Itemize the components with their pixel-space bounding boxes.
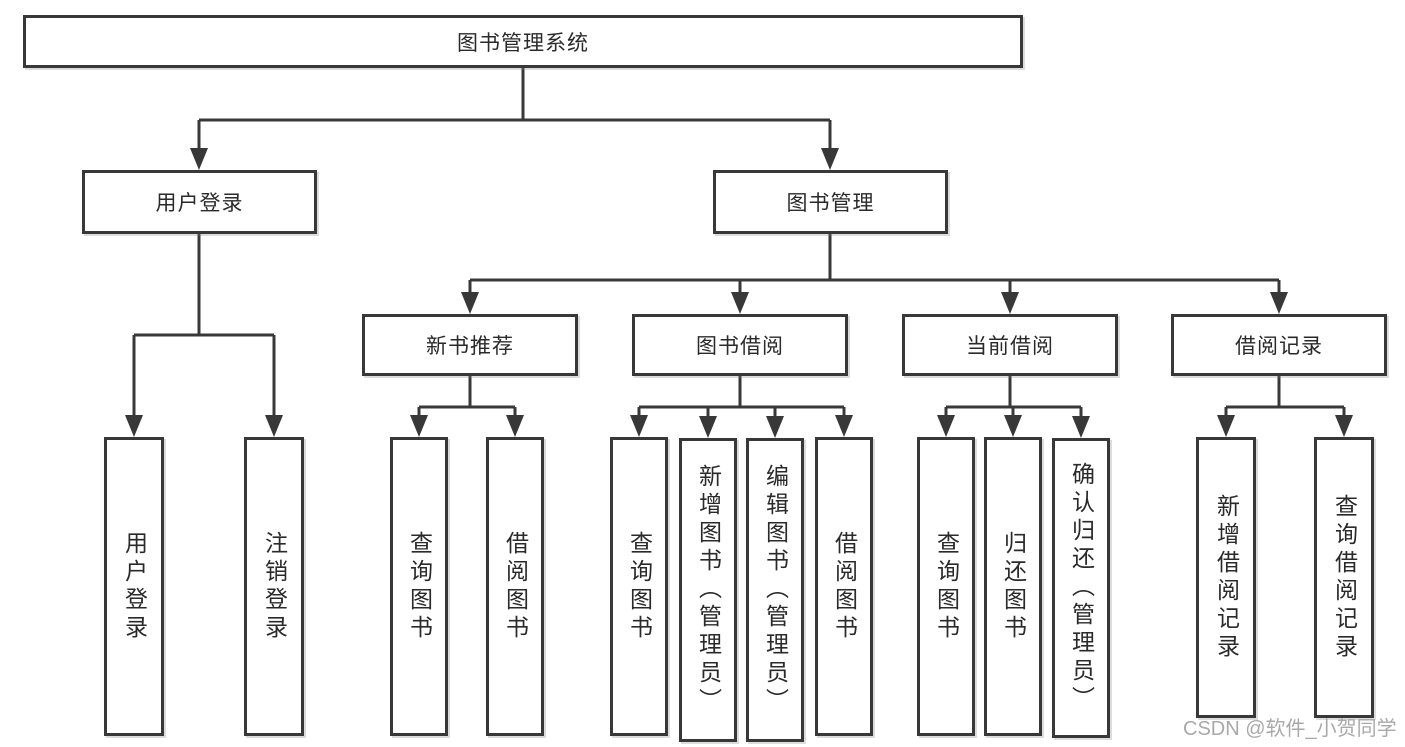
node-user-login: 用户登录 (82, 170, 317, 234)
node-book-management: 图书管理 (713, 170, 948, 234)
leaf-user-login: 用户登录 (104, 437, 164, 736)
leaf-borrow-books-recommend: 借阅图书 (486, 437, 544, 736)
node-current-borrowing: 当前借阅 (902, 314, 1118, 376)
leaf-query-books-current: 查询图书 (917, 437, 975, 736)
leaf-query-books-borrowing: 查询图书 (610, 437, 668, 736)
connector-book-management (468, 234, 1281, 294)
connector-user-login (132, 234, 276, 417)
node-book-borrowing: 图书借阅 (632, 314, 848, 376)
connector-new-book-recommend (417, 376, 517, 417)
leaf-add-books-admin: 新增图书（管理员） (679, 438, 737, 742)
leaf-edit-books-admin: 编辑图书（管理员） (746, 438, 804, 742)
connector-current-borrowing (944, 376, 1083, 418)
connector-book-borrowing (637, 376, 846, 418)
leaf-query-borrow-record: 查询借阅记录 (1314, 437, 1374, 718)
leaf-borrow-books-borrowing: 借阅图书 (815, 437, 873, 736)
leaf-query-books-recommend: 查询图书 (390, 437, 448, 736)
node-new-book-recommend: 新书推荐 (362, 314, 578, 376)
leaf-return-books: 归还图书 (984, 437, 1042, 736)
leaf-logout: 注销登录 (244, 437, 304, 736)
node-borrowing-records: 借阅记录 (1171, 314, 1387, 376)
node-library-management-system: 图书管理系统 (23, 15, 1023, 68)
connector-root (197, 68, 832, 150)
connector-borrowing-records (1224, 376, 1346, 417)
leaf-confirm-return-admin: 确认归还（管理员） (1052, 438, 1110, 738)
csdn-watermark: CSDN @软件_小贺同学 (1183, 718, 1397, 740)
leaf-add-borrow-record: 新增借阅记录 (1196, 437, 1256, 718)
